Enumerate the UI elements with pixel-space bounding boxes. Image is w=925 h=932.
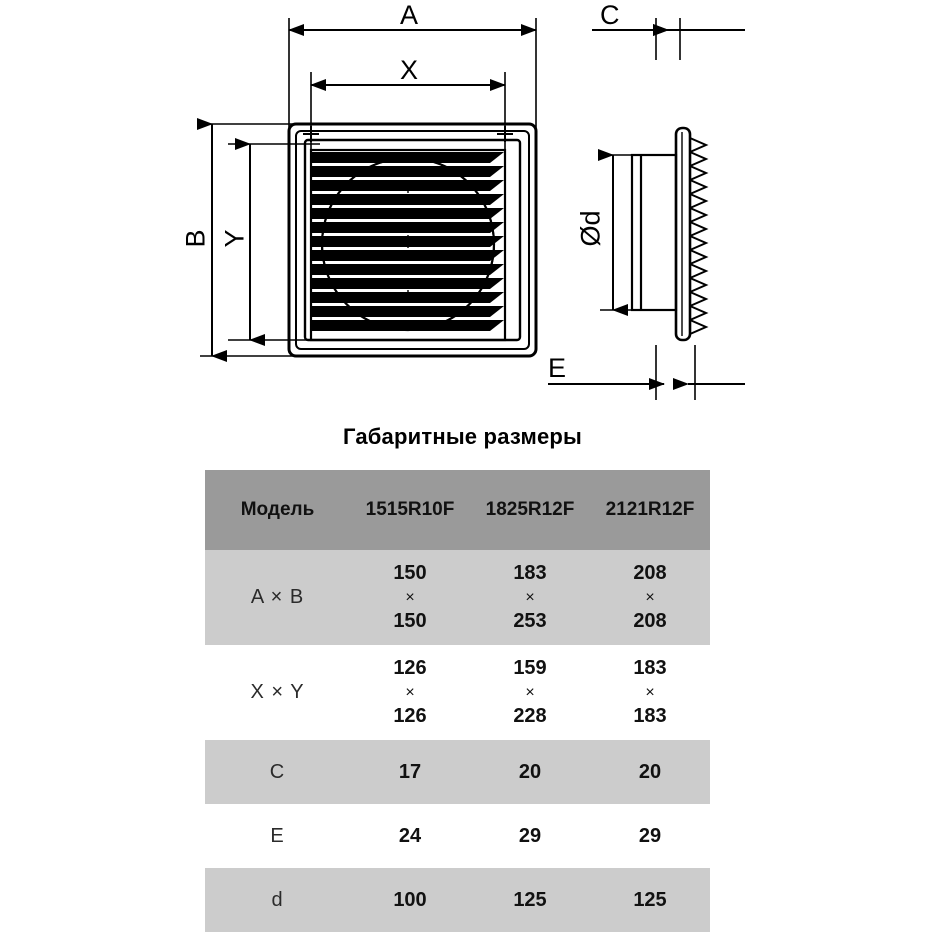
table-header: Модель 1515R10F 1825R12F 2121R12F — [205, 470, 710, 550]
cell-value-top: 183 — [633, 656, 667, 679]
corner-crosshair-marks — [303, 126, 513, 142]
cell-value-bottom: 126 — [393, 705, 427, 728]
cell-e-3: 29 — [638, 824, 662, 847]
cell-value-top: 159 — [513, 656, 547, 679]
technical-drawing: A X B Y C Ød E — [0, 0, 925, 420]
cell-value-top: 126 — [393, 656, 427, 679]
flange-plate — [674, 126, 692, 342]
duct-spigot — [630, 153, 678, 312]
row-label-ab: A × B — [250, 586, 305, 608]
table-row: X × Y 126 × 126 159 × 228 183 × 183 — [205, 645, 710, 740]
table-row: E 24 29 29 — [205, 804, 710, 868]
multiply-sign: × — [525, 588, 535, 606]
row-label-c: C — [269, 760, 286, 783]
cell-c-3: 20 — [638, 760, 662, 783]
louver-slats — [312, 152, 504, 331]
cell-d-2: 125 — [513, 888, 547, 911]
front-view — [197, 18, 538, 362]
cell-xy-2: 159 × 228 — [470, 645, 590, 740]
cell-value-bottom: 150 — [393, 610, 427, 633]
multiply-sign: × — [645, 683, 655, 701]
cell-d-3: 125 — [633, 888, 667, 911]
column-header-model-2: 1825R12F — [485, 499, 575, 520]
cell-xy-1: 126 × 126 — [350, 645, 470, 740]
multiply-sign: × — [645, 588, 655, 606]
table-body: A × B 150 × 150 183 × 253 208 × 208 — [205, 550, 710, 932]
cell-value-bottom: 228 — [513, 705, 547, 728]
sawtooth-louver-edge — [689, 137, 709, 335]
dimension-label-b: B — [180, 229, 211, 248]
cell-value-top: 183 — [513, 561, 547, 584]
dimension-label-y: Y — [219, 229, 250, 248]
cell-c-2: 20 — [518, 760, 542, 783]
multiply-sign: × — [405, 683, 415, 701]
page-title: Габаритные размеры — [342, 424, 583, 449]
column-header-model-3: 2121R12F — [605, 499, 695, 520]
dimension-label-x: X — [400, 55, 419, 85]
cell-value-bottom: 253 — [513, 610, 547, 633]
cell-value-bottom: 208 — [633, 610, 667, 633]
dimension-label-c: C — [600, 0, 620, 30]
cell-xy-3: 183 × 183 — [590, 645, 710, 740]
table-row: C 17 20 20 — [205, 740, 710, 804]
louver-area-border — [309, 148, 507, 342]
dimension-label-e: E — [548, 353, 567, 383]
cell-ab-3: 208 × 208 — [590, 550, 710, 645]
side-extension-lines — [600, 18, 696, 400]
cell-value-top: 208 — [633, 561, 667, 584]
drawing-svg — [197, 18, 745, 400]
row-label-xy: X × Y — [250, 681, 305, 703]
multiply-sign: × — [405, 588, 415, 606]
cell-d-1: 100 — [393, 888, 427, 911]
column-header-model: Модель — [240, 499, 315, 520]
dimension-label-d: Ød — [575, 210, 606, 247]
cell-e-2: 29 — [518, 824, 542, 847]
cell-value-top: 150 — [393, 561, 427, 584]
table-row: A × B 150 × 150 183 × 253 208 × 208 — [205, 550, 710, 645]
column-header-model-1: 1515R10F — [365, 499, 455, 520]
side-view — [548, 18, 745, 400]
dimension-label-a: A — [400, 0, 419, 30]
cell-e-1: 24 — [398, 824, 422, 847]
cell-ab-1: 150 × 150 — [350, 550, 470, 645]
cell-value-bottom: 183 — [633, 705, 667, 728]
row-label-d: d — [271, 888, 284, 911]
dimensions-table: Модель 1515R10F 1825R12F 2121R12F A × B … — [205, 470, 710, 932]
table-header-row: Модель 1515R10F 1825R12F 2121R12F — [205, 470, 710, 550]
cell-ab-2: 183 × 253 — [470, 550, 590, 645]
grille-frame — [287, 122, 538, 358]
row-label-e: E — [270, 824, 285, 847]
dimensions-table-wrapper: Модель 1515R10F 1825R12F 2121R12F A × B … — [205, 470, 710, 932]
cell-c-1: 17 — [398, 760, 422, 783]
multiply-sign: × — [525, 683, 535, 701]
table-row: d 100 125 125 — [205, 868, 710, 932]
